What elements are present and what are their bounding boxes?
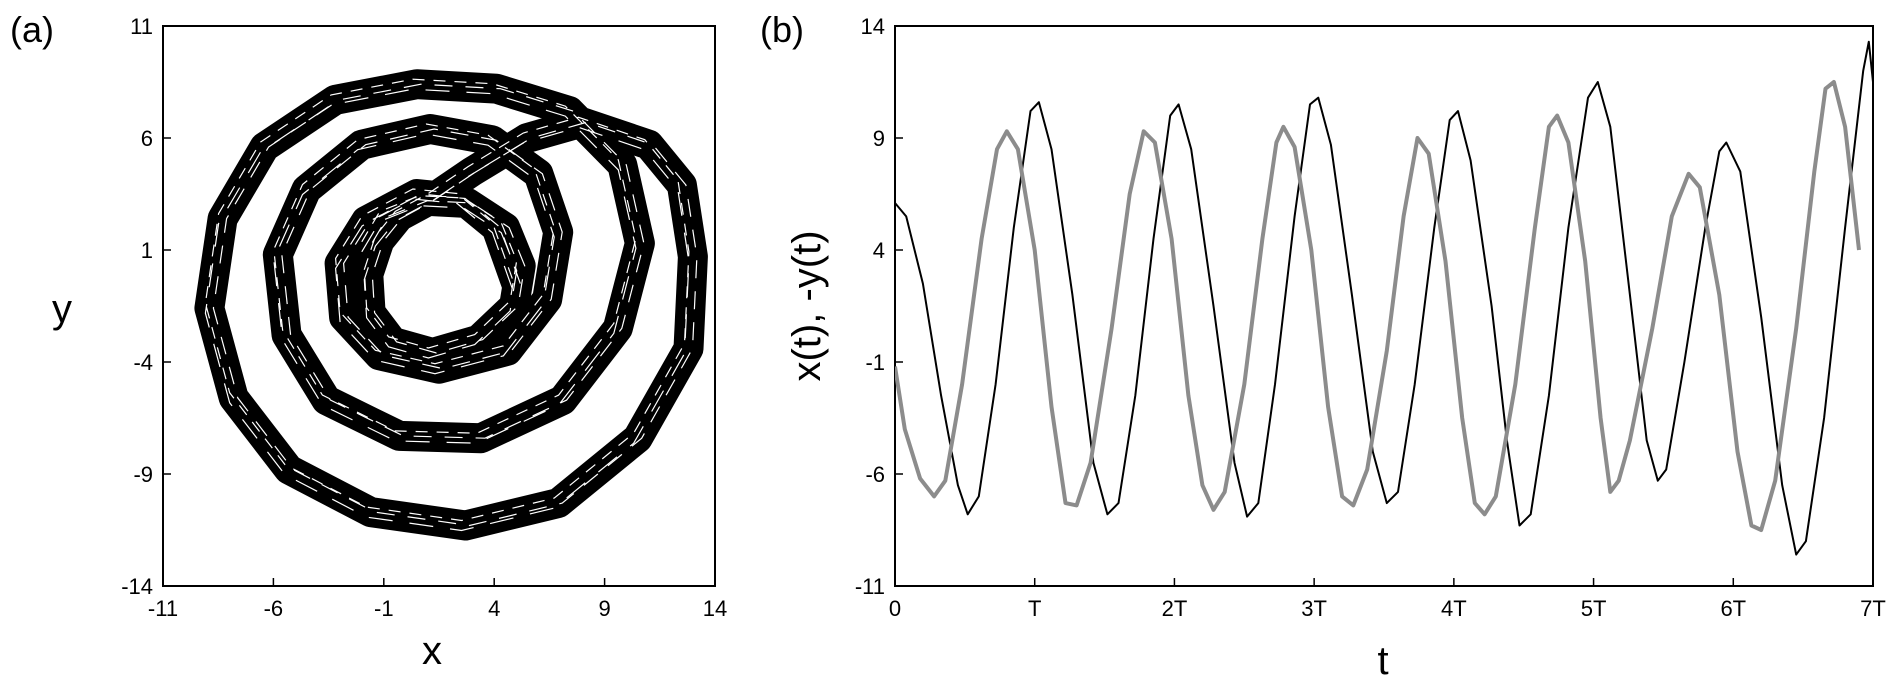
x-tick-label: 4 (488, 596, 500, 621)
x-tick-label: -1 (374, 596, 394, 621)
phase-trajectory-striation (204, 88, 690, 532)
panel-b-x-axis-title: t (1377, 639, 1388, 683)
x-tick-label: 2T (1162, 596, 1188, 621)
y-tick-label: 11 (130, 14, 153, 39)
y-tick-label: 14 (861, 14, 885, 39)
y-tick-label: -9 (133, 462, 153, 487)
panel-a-series-group (194, 69, 708, 541)
panel-a-y-axis: -14 -9 -4 1 6 11 (121, 14, 171, 599)
x-tick-label: -11 (148, 596, 178, 621)
y-tick-label: 1 (141, 238, 153, 263)
panel-a-label: (a) (10, 9, 54, 50)
panel-a-x-axis-title: x (422, 629, 442, 673)
x-tick-label: 3T (1301, 596, 1327, 621)
x-tick-label: 9 (598, 596, 610, 621)
y-tick-label: -11 (855, 574, 885, 599)
x-tick-label: 14 (703, 596, 727, 621)
x-tick-label: T (1028, 596, 1041, 621)
y-tick-label: 6 (141, 126, 153, 151)
series-x-line (895, 40, 1873, 556)
y-tick-label: 4 (873, 238, 885, 263)
panel-a-y-axis-title: y (52, 287, 72, 331)
panel-b-label: (b) (760, 9, 804, 50)
series-neg-y-line (895, 80, 1861, 532)
panel-a-plot-frame (162, 25, 716, 587)
y-tick-label: -1 (865, 350, 885, 375)
y-tick-label: -4 (133, 350, 153, 375)
x-tick-label: 5T (1581, 596, 1607, 621)
phase-trajectory-striation (204, 78, 690, 522)
x-tick-label: 7T (1860, 596, 1886, 621)
panel-b-y-axis-title: x(t), -y(t) (785, 230, 829, 381)
y-tick-label: -6 (865, 462, 885, 487)
x-tick-label: -6 (264, 596, 284, 621)
x-tick-label: 4T (1441, 596, 1467, 621)
x-tick-label: 6T (1720, 596, 1746, 621)
y-tick-label: -14 (121, 574, 153, 599)
panel-b-x-axis: 0 T 2T 3T 4T 5T 6T 7T (889, 578, 1886, 621)
panel-b: (b) 0 T 2T 3T 4T 5T 6T 7T -11 -6 -1 4 9 14 t x(t), -… (760, 9, 1886, 683)
panel-a-x-axis: -11 -6 -1 4 9 14 (148, 578, 727, 621)
panel-b-y-axis: -11 -6 -1 4 9 14 (855, 14, 903, 599)
phase-trajectory-band (194, 69, 708, 541)
phase-trajectory-striation (212, 83, 698, 527)
panel-b-series-group (895, 40, 1873, 556)
y-tick-label: 9 (873, 126, 885, 151)
x-tick-label: 0 (889, 596, 901, 621)
